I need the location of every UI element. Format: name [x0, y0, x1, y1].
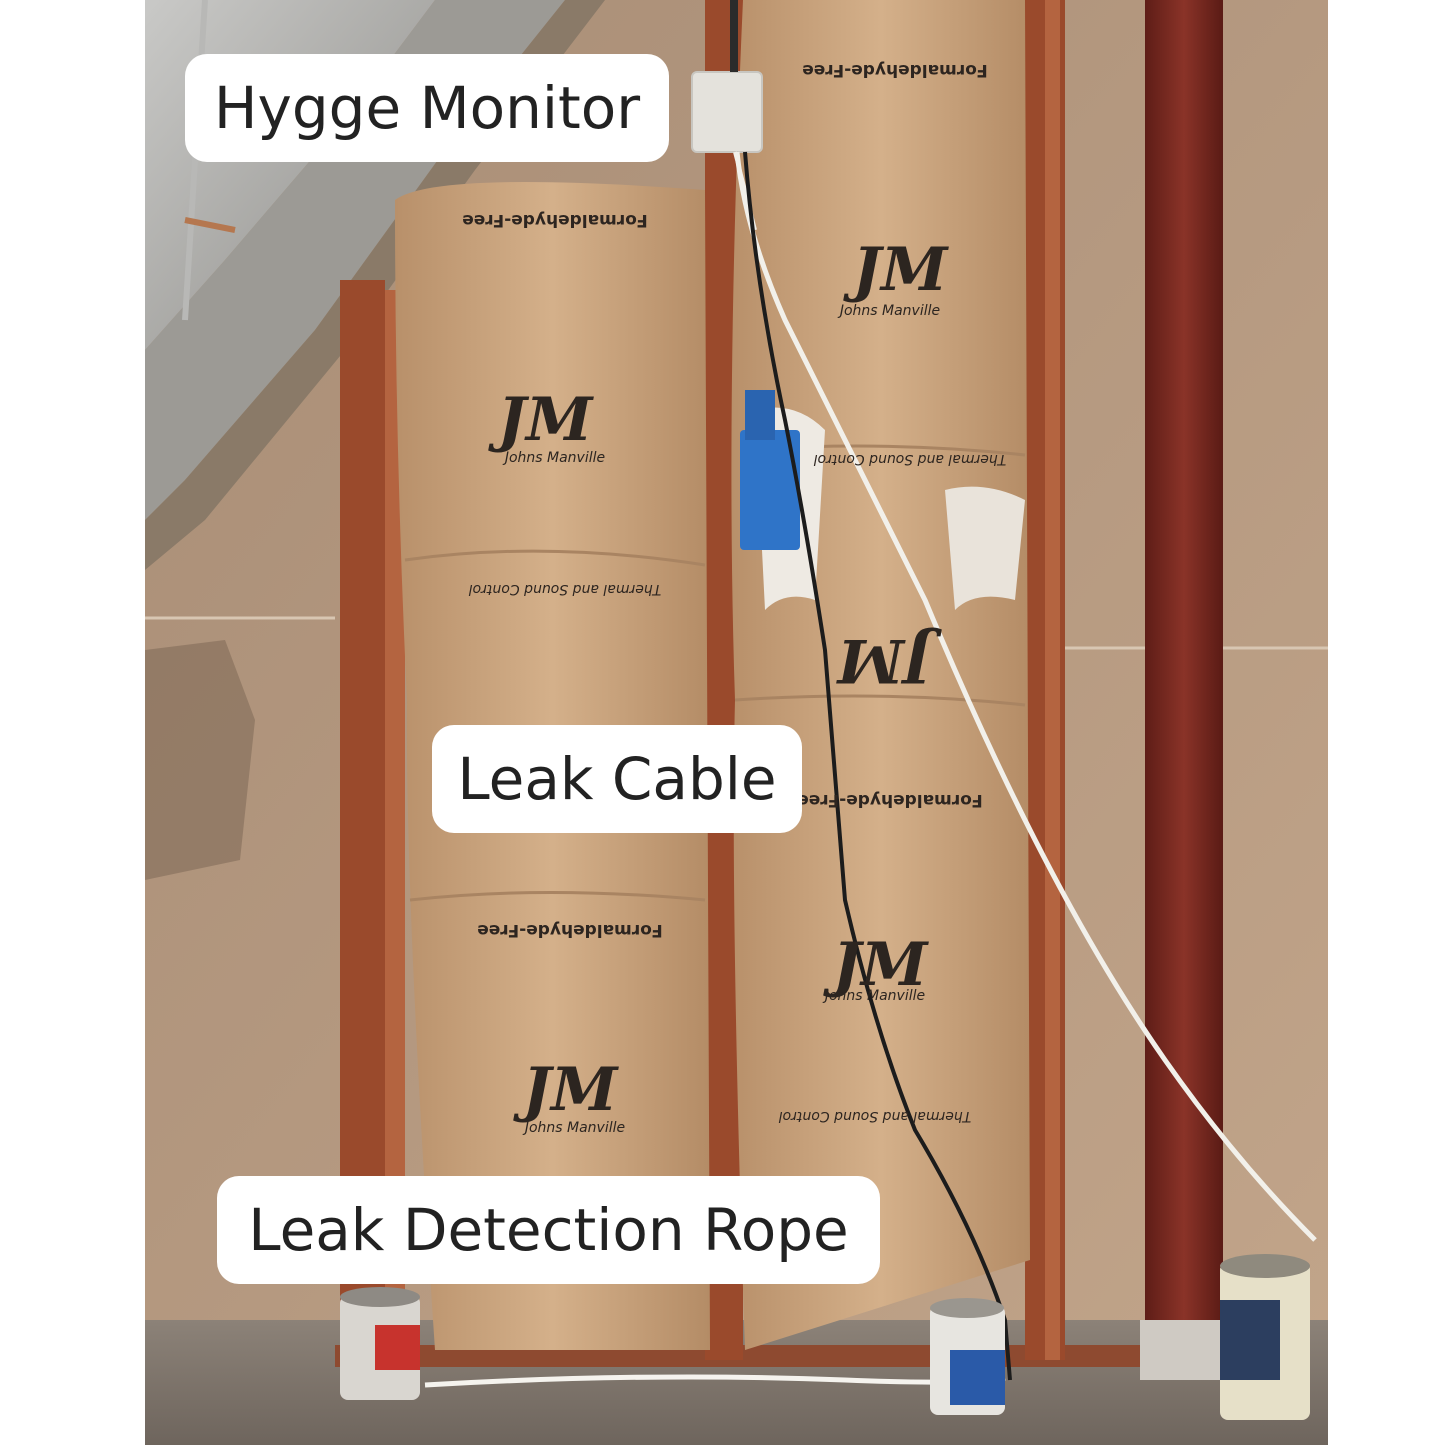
- jm-logo-right-2: JM Johns Manville: [822, 930, 929, 1004]
- label-hygge-monitor-text: Hygge Monitor: [213, 74, 641, 142]
- white-cable: [734, 151, 1317, 1242]
- monitor-device: [691, 71, 763, 153]
- bag-print-left-top: Formaldehyde-Free: [462, 210, 648, 230]
- thermal-text: Thermal and Sound Control: [779, 1108, 972, 1124]
- drain-pipe: [1145, 0, 1223, 1360]
- jm-logo-left-2: JM Johns Manville: [513, 1055, 626, 1136]
- label-leak-detection-rope-text: Leak Detection Rope: [248, 1196, 849, 1264]
- jm-mark: JM: [823, 930, 929, 1000]
- label-leak-cable: Leak Cable: [432, 725, 802, 833]
- bag-print-right-thermal-1: Thermal and Sound Control: [814, 451, 1007, 467]
- jm-brand-name: Johns Manville: [502, 450, 605, 466]
- label-hygge-monitor: Hygge Monitor: [185, 54, 669, 162]
- paint-can-middle: [930, 1298, 1005, 1415]
- jm-brand-name: Johns Manville: [822, 988, 925, 1004]
- formaldehyde-text: Formaldehyde-Free: [477, 920, 663, 940]
- jm-mark: JM: [513, 1055, 619, 1125]
- label-leak-detection-rope: Leak Detection Rope: [217, 1176, 880, 1284]
- bag-print-right-top: Formaldehyde-Free: [802, 60, 988, 80]
- bag-print-right-thermal-2: Thermal and Sound Control: [779, 1108, 972, 1124]
- thermal-text: Thermal and Sound Control: [469, 581, 662, 597]
- torn-paper: [945, 486, 1025, 610]
- jm-brand-name: Johns Manville: [522, 1120, 625, 1136]
- thermal-text: Thermal and Sound Control: [814, 451, 1007, 467]
- jm-brand-name: Johns Manville: [837, 303, 940, 319]
- paint-can-left: [340, 1287, 420, 1400]
- bag-print-left-mid: Formaldehyde-Free: [477, 920, 663, 940]
- bag-print-right-mid: Formaldehyde-Free: [797, 790, 983, 810]
- jm-mark: JM: [488, 385, 594, 455]
- formaldehyde-text: Formaldehyde-Free: [462, 210, 648, 230]
- formaldehyde-text: Formaldehyde-Free: [797, 790, 983, 810]
- jm-mark: JM: [836, 625, 942, 695]
- paint-can-right: [1220, 1254, 1310, 1420]
- jm-logo-left-1: JM Johns Manville: [488, 385, 606, 466]
- bag-print-right-upside-logo: JM: [836, 625, 942, 695]
- bag-print-left-thermal: Thermal and Sound Control: [469, 581, 662, 597]
- jm-logo-right-1: JM Johns Manville: [837, 235, 949, 319]
- label-leak-cable-text: Leak Cable: [457, 745, 777, 813]
- black-leak-cable: [743, 151, 1012, 1381]
- wall-shadow: [145, 640, 255, 880]
- junction-box: [740, 430, 800, 550]
- insulation-bag-right: [731, 0, 1030, 1350]
- formaldehyde-text: Formaldehyde-Free: [802, 60, 988, 80]
- jm-mark: JM: [843, 235, 949, 305]
